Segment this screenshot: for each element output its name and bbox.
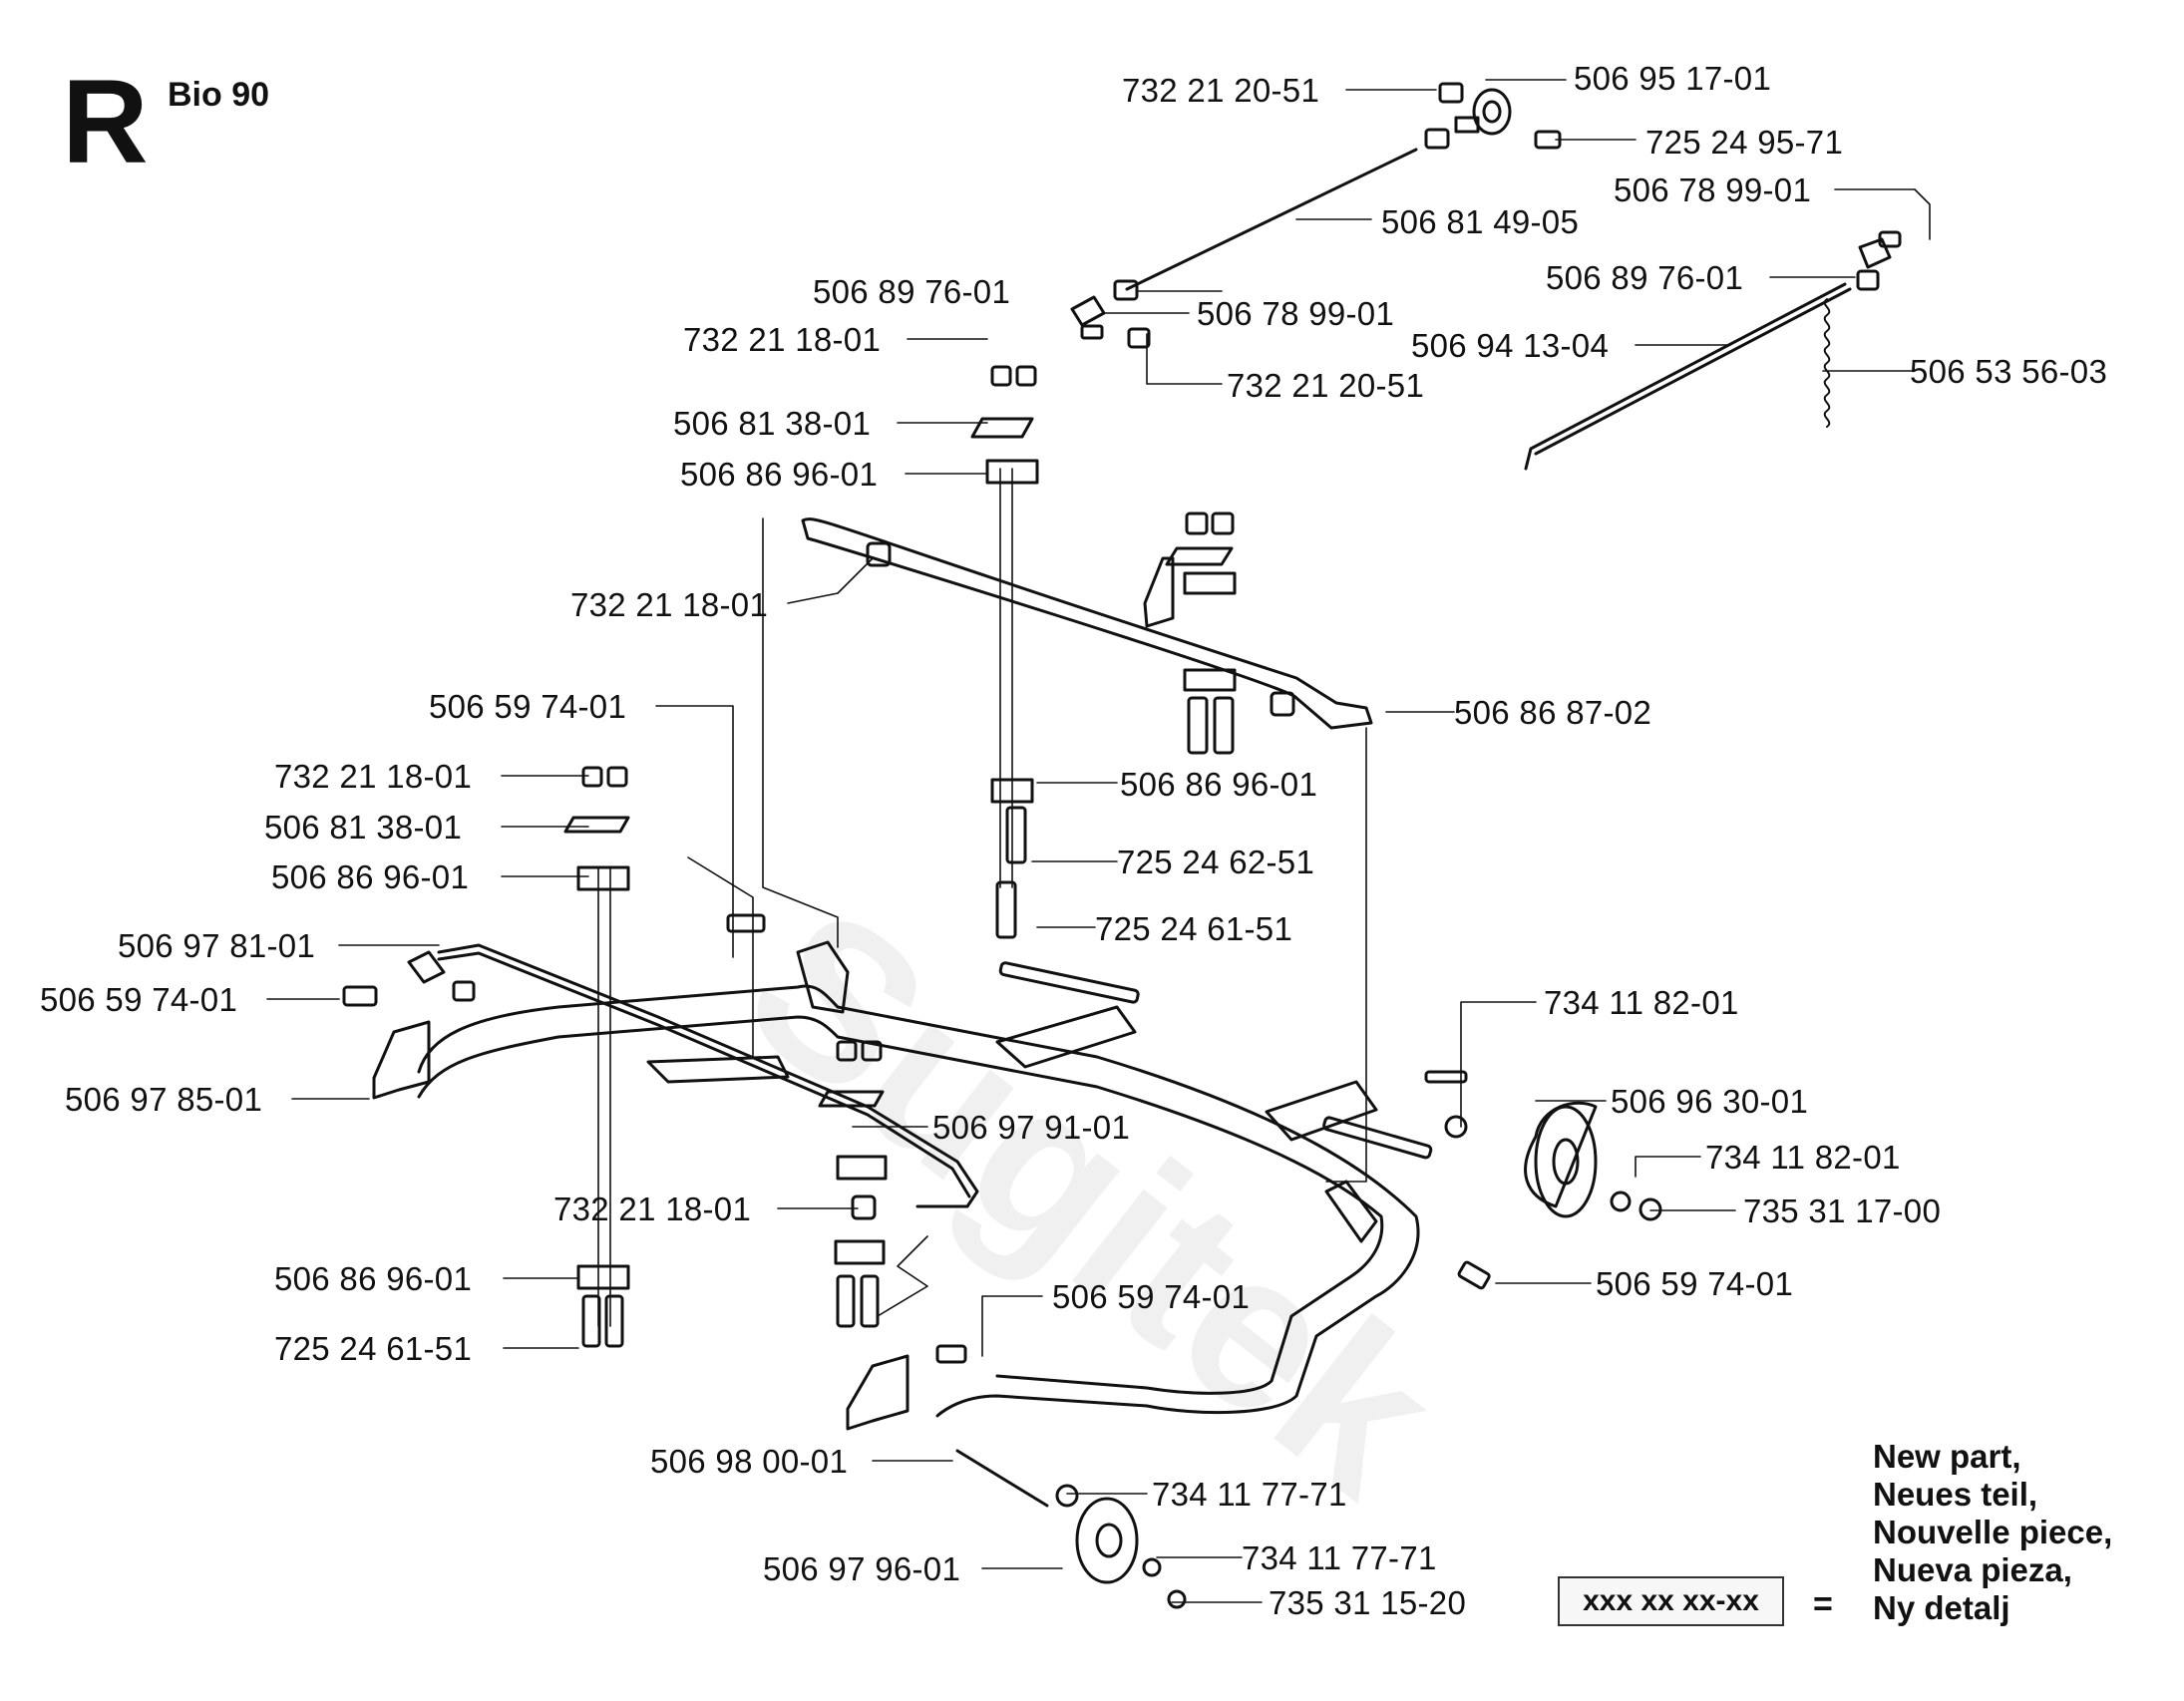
part-label: 506 97 81-01: [118, 927, 316, 964]
bolts: [342, 913, 1491, 1364]
lift-arm-506-86-87-02: [801, 517, 1373, 730]
swivel-506-78-99-01-right: [1856, 230, 1902, 291]
roller-506-96-30-01: [1444, 1101, 1662, 1221]
spring-506-53-56-03: [1823, 298, 1831, 428]
part-label: 506 94 13-04: [1411, 327, 1610, 364]
part-label: 506 81 38-01: [264, 809, 463, 846]
clamp-stack-lower-center: [818, 1040, 888, 1328]
part-label: 506 81 49-05: [1381, 203, 1580, 240]
new-part-legend-box: xxx xx xx-xx: [1558, 1576, 1784, 1626]
legend-line: Ny detalj: [1873, 1589, 2010, 1626]
part-label: 734 11 77-71: [1152, 1476, 1347, 1513]
part-label: 734 11 77-71: [1242, 1539, 1437, 1576]
section-letter: R: [62, 55, 149, 188]
part-label: 506 86 96-01: [271, 858, 470, 895]
part-label: 506 86 96-01: [1120, 766, 1318, 803]
rod-506-94-13-04: [1524, 282, 1852, 471]
legend-line: Neues teil,: [1873, 1476, 2038, 1513]
part-label: 506 81 38-01: [673, 405, 872, 442]
part-label: 732 21 18-01: [683, 321, 882, 358]
swivel-506-95-17-01: [1424, 82, 1562, 150]
part-label: 506 86 96-01: [274, 1260, 473, 1297]
part-label: 725 24 61-51: [274, 1330, 473, 1367]
part-label: 506 59 74-01: [1596, 1265, 1794, 1302]
legend-line: New part,: [1873, 1438, 2021, 1475]
clamp-stack-upper-center: [970, 365, 1039, 939]
new-part-legend-text: New part, Neues teil, Nouvelle piece, Nu…: [1873, 1438, 2112, 1627]
part-label: 506 86 96-01: [680, 456, 879, 493]
part-label: 506 59 74-01: [1052, 1278, 1251, 1315]
wheel-506-97-96-01: [955, 1449, 1187, 1609]
part-label: 732 21 20-51: [1122, 72, 1320, 109]
part-label: 506 96 30-01: [1611, 1083, 1809, 1120]
leader-lines: [266, 79, 1931, 1603]
part-label: 732 21 18-01: [274, 758, 473, 795]
part-label: 506 78 99-01: [1614, 171, 1812, 208]
part-label: 506 97 96-01: [763, 1550, 961, 1587]
part-label: 506 86 87-02: [1454, 694, 1652, 731]
part-label: 506 78 99-01: [1197, 295, 1395, 332]
part-label: 506 97 85-01: [65, 1081, 263, 1118]
part-label: 725 24 61-51: [1095, 910, 1293, 947]
part-label: 506 98 00-01: [650, 1443, 849, 1480]
part-label: 725 24 95-71: [1645, 124, 1844, 161]
model-name: Bio 90: [168, 76, 270, 114]
part-label: 735 31 17-00: [1743, 1192, 1942, 1229]
part-label: 734 11 82-01: [1544, 984, 1739, 1021]
part-label: 732 21 18-01: [570, 586, 769, 623]
link-rod-506-97-81-01: [407, 943, 979, 1208]
part-label: 506 53 56-03: [1910, 353, 2108, 390]
legend-line: Nouvelle piece,: [1873, 1514, 2113, 1550]
part-label: 506 59 74-01: [40, 981, 238, 1018]
part-label: 735 31 15-20: [1269, 1584, 1467, 1621]
part-label: 506 59 74-01: [429, 688, 627, 725]
clamp-stack-left: [563, 766, 630, 1348]
clamp-stack-right: [1165, 511, 1237, 755]
legend-line: Nueva pieza,: [1873, 1551, 2072, 1588]
part-label: 506 97 91-01: [932, 1109, 1131, 1146]
part-label: 732 21 18-01: [553, 1191, 752, 1227]
deck-frame: [372, 940, 1433, 1431]
part-label: 725 24 62-51: [1117, 844, 1315, 880]
swivel-506-78-99-01-left: [1070, 279, 1151, 349]
legend-equals: =: [1813, 1585, 1833, 1623]
part-label: 734 11 82-01: [1705, 1139, 1901, 1176]
rod-506-81-49-05: [1125, 148, 1418, 291]
part-label: 732 21 20-51: [1227, 367, 1425, 404]
part-label: 506 95 17-01: [1574, 60, 1772, 97]
part-label: 506 89 76-01: [1546, 259, 1744, 296]
part-label: 506 89 76-01: [813, 273, 1011, 310]
